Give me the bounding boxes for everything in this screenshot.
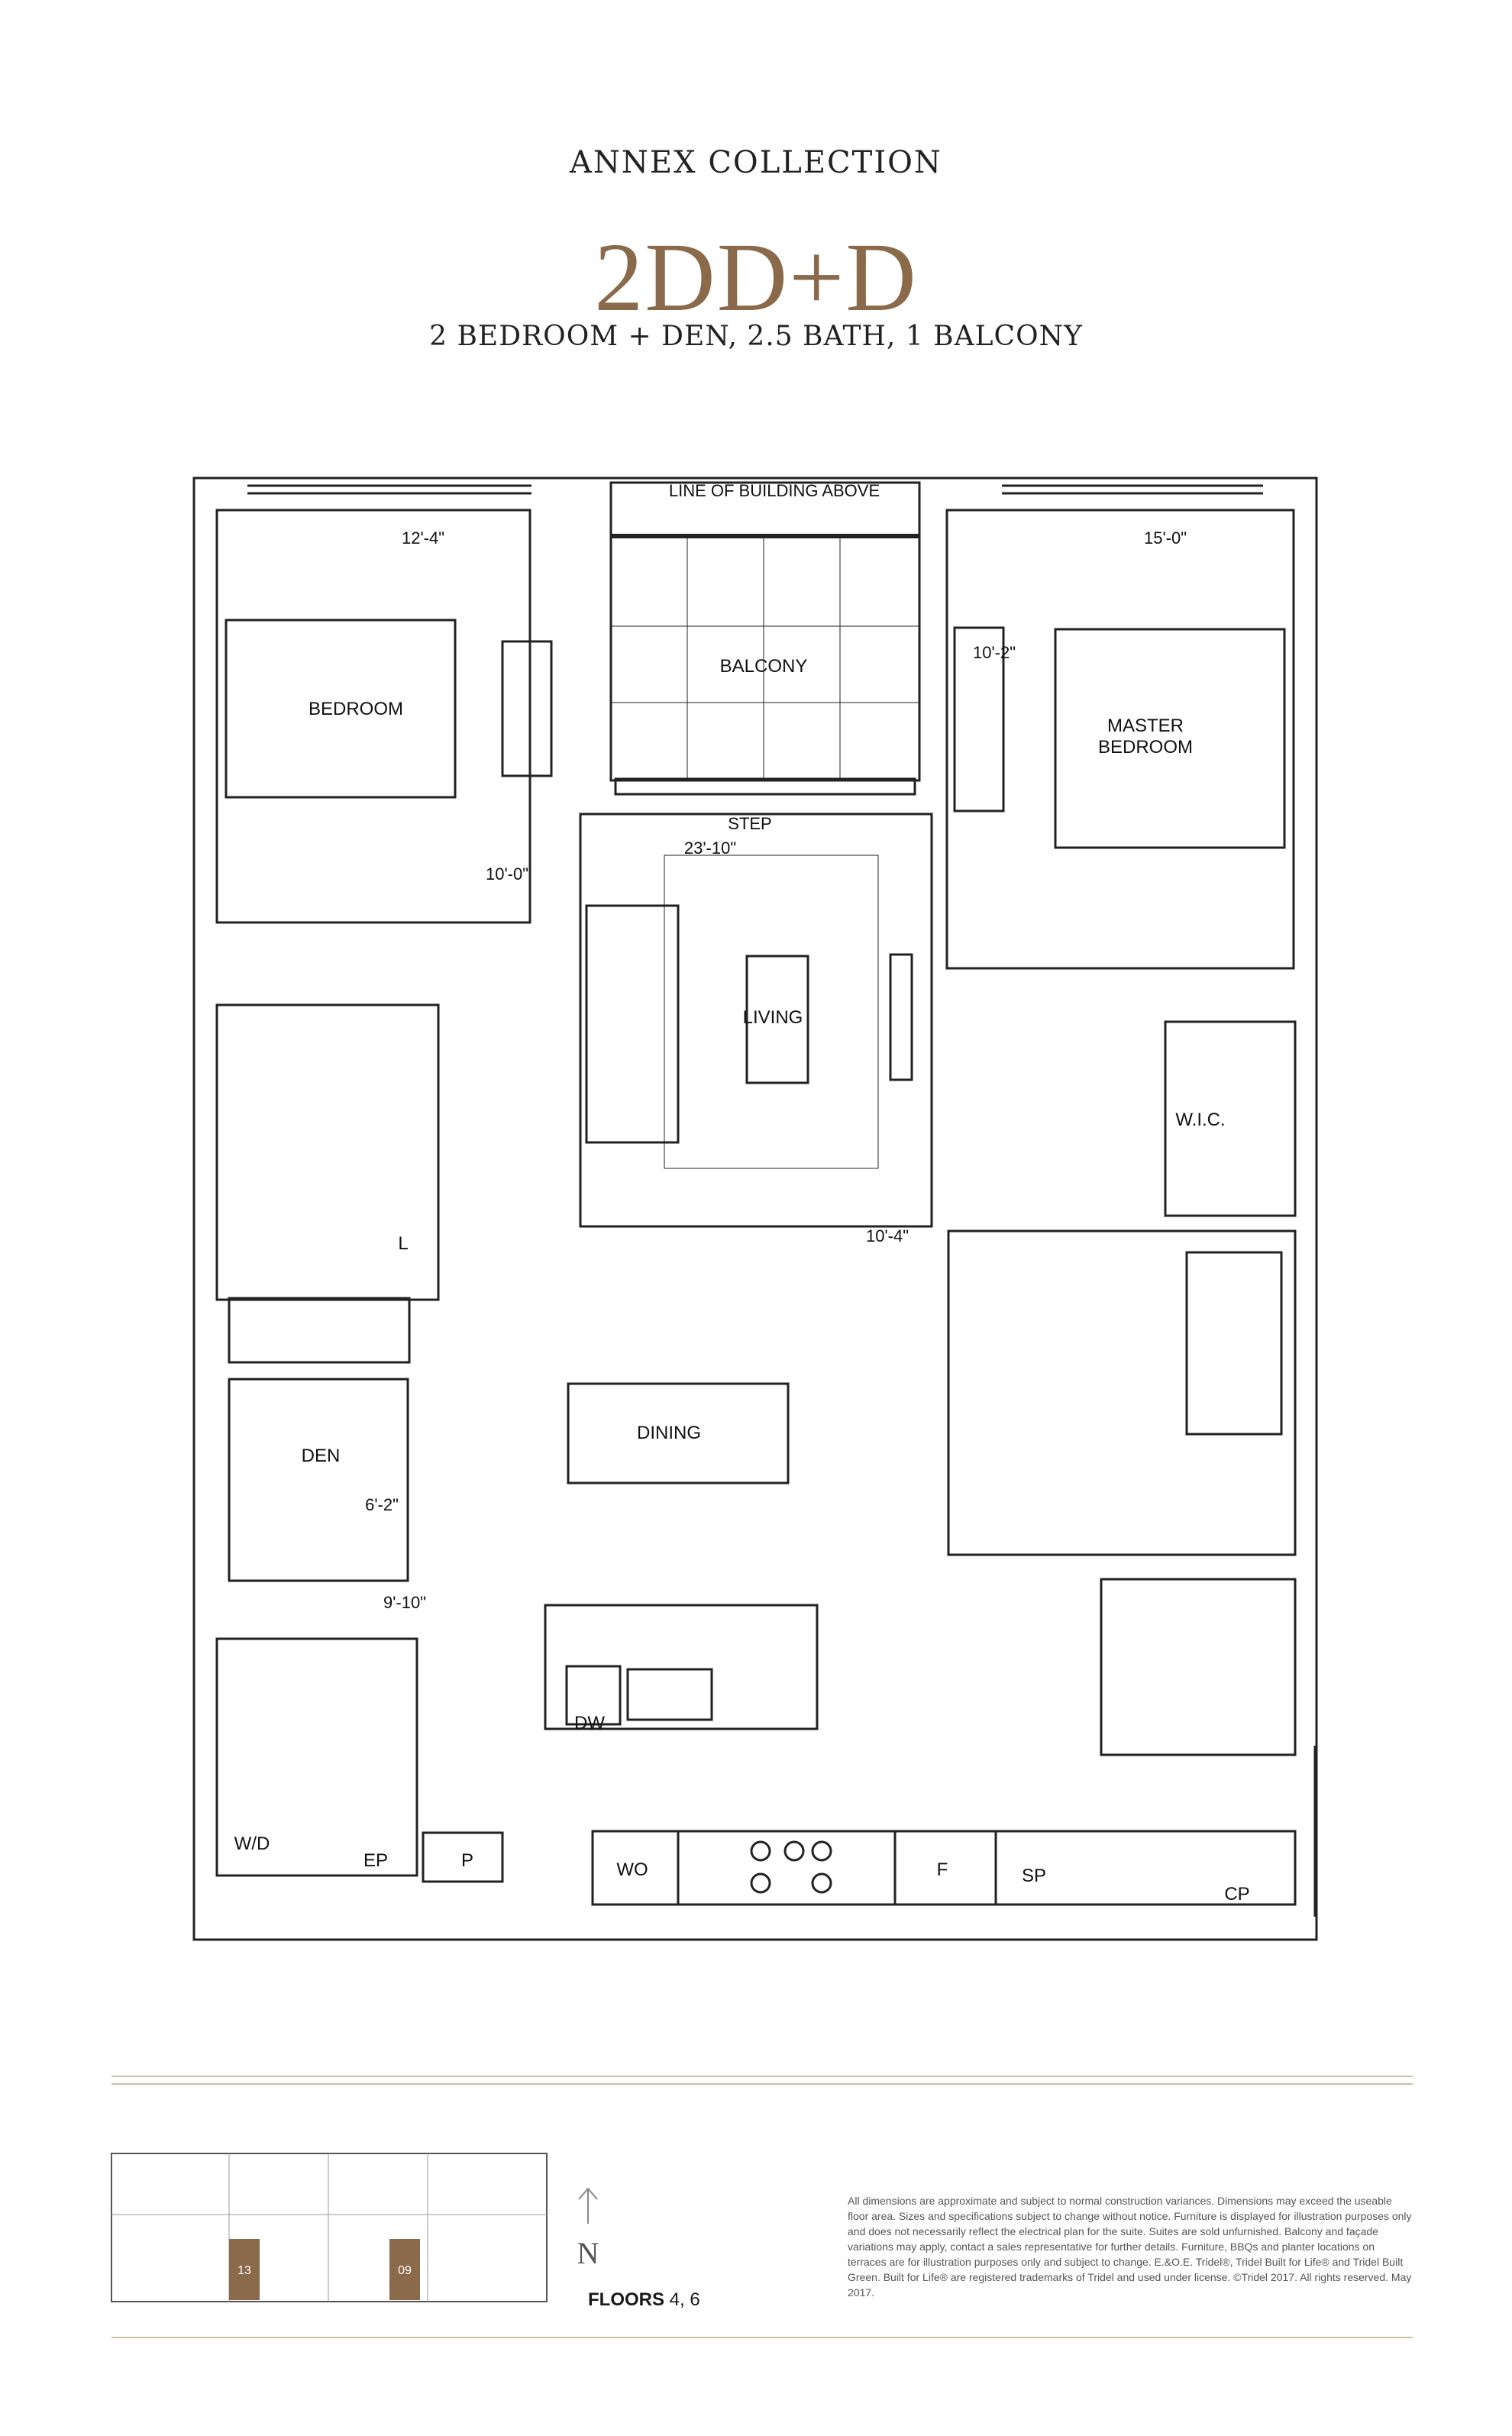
suite-name: 2DD+D <box>594 223 918 331</box>
key-unit-13-label: 13 <box>237 2264 251 2277</box>
master-depth-dim: 10'-2" <box>973 643 1016 662</box>
bedroom-wall <box>215 509 531 924</box>
sofa <box>585 904 680 1144</box>
divider-top <box>111 2076 1413 2077</box>
bed <box>225 619 457 799</box>
north-label: N <box>577 2236 599 2270</box>
bath-1 <box>215 1003 440 1301</box>
divider-top-2 <box>111 2083 1413 2085</box>
ensuite <box>947 1229 1297 1556</box>
coffee-table <box>745 955 809 1084</box>
den-depth-dim: 9'-10" <box>383 1593 426 1612</box>
key-plan: 13 09 <box>111 2153 548 2302</box>
dresser <box>501 640 553 777</box>
north-arrow-icon: N <box>577 2187 599 2270</box>
wic <box>1164 1020 1297 1217</box>
bedroom-width-dim: 12'-4" <box>402 528 444 548</box>
floors-value: 4, 6 <box>669 2289 700 2310</box>
cp-label: CP <box>1224 1884 1249 1905</box>
disclaimer: All dimensions are approximate and subje… <box>848 2195 1412 2299</box>
master-width-dim: 15'-0" <box>1144 528 1187 548</box>
dining-dim: 10'-4" <box>866 1226 909 1245</box>
living-area <box>579 813 933 1228</box>
wo-label: WO <box>616 1859 648 1880</box>
master-bed <box>1054 628 1286 849</box>
master-wall <box>945 509 1295 970</box>
p-label: P <box>461 1850 473 1871</box>
wic-label: W.I.C. <box>1175 1110 1225 1130</box>
den-label: DEN <box>302 1446 341 1466</box>
island <box>544 1604 819 1730</box>
line-of-building-label: LINE OF BUILDING ABOVE <box>669 481 880 500</box>
den-width-dim: 6'-2" <box>365 1495 399 1514</box>
f-label: F <box>937 1859 948 1880</box>
dining-label: DINING <box>637 1423 701 1443</box>
dw-label: DW <box>574 1713 605 1733</box>
living-label: LIVING <box>743 1007 803 1028</box>
bedroom-depth-dim: 10'-0" <box>486 864 528 884</box>
tv <box>889 953 913 1081</box>
living-dim: 23'-10" <box>684 838 736 858</box>
balcony-label: BALCONY <box>720 656 808 677</box>
suite-description: 2 BEDROOM + DEN, 2.5 BATH, 1 BALCONY <box>429 321 1083 352</box>
sp-label: SP <box>1022 1866 1046 1886</box>
powder-room <box>1100 1578 1297 1756</box>
laundry-area <box>215 1637 418 1877</box>
outer-wall <box>192 477 1318 1941</box>
divider-bottom <box>111 2337 1413 2338</box>
master-dresser <box>953 626 1005 813</box>
dining-table <box>567 1382 790 1485</box>
master-label-1: MASTER <box>1107 716 1184 736</box>
floors-info: FLOORS 4, 6 <box>588 2289 700 2311</box>
key-unit-09-label: 09 <box>398 2264 412 2277</box>
bedroom-label: BEDROOM <box>309 699 403 719</box>
den-area <box>228 1378 409 1582</box>
wd-label: W/D <box>234 1833 270 1854</box>
collection-title: ANNEX COLLECTION <box>570 145 942 180</box>
key-unit-13 <box>229 2239 260 2300</box>
bathtub <box>1185 1251 1283 1436</box>
floors-label: FLOORS <box>588 2289 664 2310</box>
key-unit-09 <box>389 2239 420 2300</box>
ep-label: EP <box>363 1850 388 1871</box>
master-label-2: BEDROOM <box>1098 737 1193 758</box>
step-label: STEP <box>728 814 771 833</box>
linen-label: L <box>398 1233 408 1254</box>
balcony-area <box>609 481 921 782</box>
